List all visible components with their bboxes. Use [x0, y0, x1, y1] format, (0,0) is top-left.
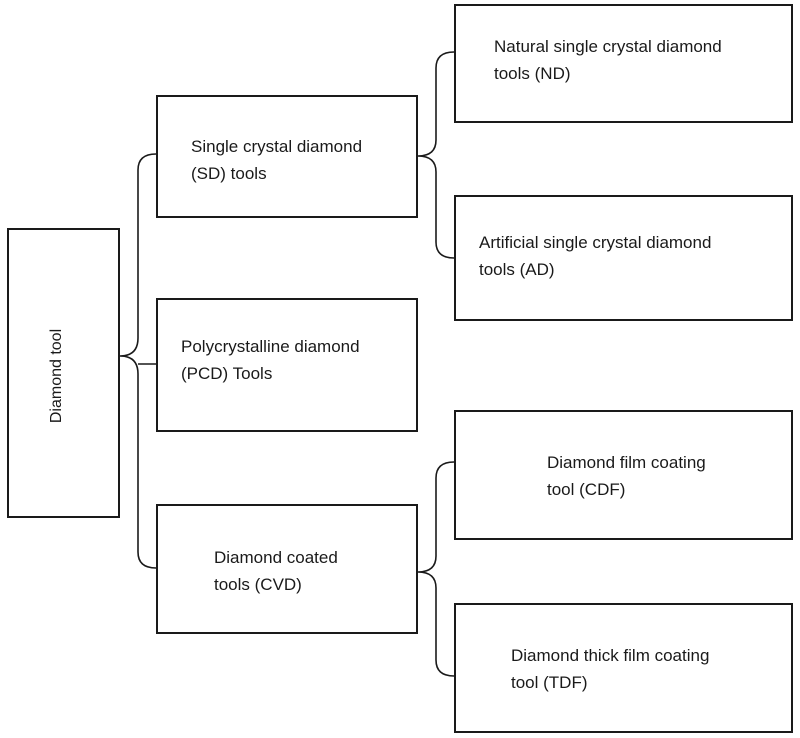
node-diamond-thick-film-coating-tool-label: Diamond thick film coating tool (TDF) — [511, 646, 710, 692]
node-polycrystalline-diamond-tools-label: Polycrystalline diamond (PCD) Tools — [181, 337, 360, 383]
root-node-label: Diamond tool — [48, 328, 65, 424]
cvd-brace — [417, 461, 455, 677]
node-artificial-single-crystal-diamond-tools — [454, 195, 793, 321]
sd-brace — [417, 51, 455, 259]
node-polycrystalline-diamond-tools — [156, 298, 418, 432]
node-diamond-coated-tools-label: Diamond coated tools (CVD) — [214, 548, 338, 594]
node-diamond-coated-tools — [156, 504, 418, 634]
node-diamond-film-coating-tool — [454, 410, 793, 540]
root-node-diamond-tool — [7, 228, 120, 518]
node-natural-single-crystal-diamond-tools-label: Natural single crystal diamond tools (ND… — [494, 37, 722, 83]
node-single-crystal-diamond-tools — [156, 95, 418, 218]
node-diamond-film-coating-tool-label: Diamond film coating tool (CDF) — [547, 453, 706, 499]
root-brace — [119, 153, 157, 569]
node-artificial-single-crystal-diamond-tools-label: Artificial single crystal diamond tools … — [479, 233, 712, 279]
node-diamond-thick-film-coating-tool — [454, 603, 793, 733]
node-single-crystal-diamond-tools-label: Single crystal diamond (SD) tools — [191, 137, 363, 183]
node-natural-single-crystal-diamond-tools — [454, 4, 793, 123]
